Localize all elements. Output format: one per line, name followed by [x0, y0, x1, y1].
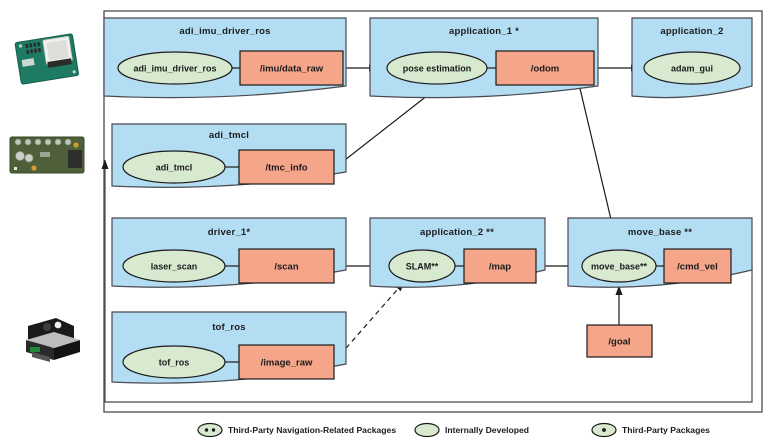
- legend-label: Internally Developed: [445, 425, 529, 435]
- legend: Third-Party Navigation-Related Packages …: [197, 422, 710, 438]
- node-label: adi_imu_driver_ros: [133, 64, 216, 74]
- legend-dot: [204, 428, 209, 432]
- node-label: pose estimation: [403, 64, 472, 74]
- package-title: application_2: [660, 26, 723, 37]
- topic-box[interactable]: [239, 50, 344, 86]
- package-tof_ros[interactable]: tof_ros tof_ros /image_raw: [111, 311, 347, 384]
- imu-board-icon: [6, 22, 88, 94]
- node-label: adam_gui: [671, 64, 713, 74]
- topic-label: /goal: [608, 337, 630, 348]
- package-move_base[interactable]: move_base ** move_base** /cmd_vel: [567, 217, 753, 288]
- tmcl-board-icon: [6, 128, 88, 183]
- topic-label: /imu/data_raw: [260, 64, 324, 75]
- package-title: driver_1*: [208, 227, 251, 238]
- node-label: adi_tmcl: [156, 163, 193, 173]
- edge-imageraw-to-slam: [339, 281, 405, 356]
- package-title: application_2 **: [420, 227, 494, 238]
- package-title: tof_ros: [212, 322, 246, 333]
- ellipse-plain-icon: [414, 422, 440, 438]
- node-label: SLAM**: [406, 262, 439, 272]
- tof-camera-icon: [10, 300, 88, 378]
- topic-box[interactable]: [495, 50, 595, 86]
- package-title: adi_imu_driver_ros: [179, 26, 270, 37]
- legend-item-third-party: Third-Party Packages: [591, 422, 710, 438]
- package-title: adi_tmcl: [209, 130, 249, 141]
- package-driver_1[interactable]: driver_1* laser_scan /scan: [111, 217, 347, 288]
- topic-label: /odom: [531, 64, 560, 75]
- topic-box[interactable]: [238, 149, 335, 185]
- topic-label: /scan: [274, 262, 298, 273]
- node-label: tof_ros: [159, 358, 190, 368]
- topic-box[interactable]: [663, 248, 732, 284]
- topic-goal[interactable]: /goal: [586, 324, 653, 358]
- legend-item-third-party-nav: Third-Party Navigation-Related Packages: [197, 422, 396, 438]
- outer-frame: [103, 10, 763, 413]
- device-time-of-flight-camera: [10, 300, 88, 378]
- legend-label: Third-Party Packages: [622, 425, 710, 435]
- node-label: move_base**: [591, 262, 648, 272]
- package-title: move_base **: [628, 227, 692, 238]
- package-application_2-gui[interactable]: application_2 adam_gui: [631, 17, 753, 99]
- package-application_2-slam[interactable]: application_2 ** SLAM** /map: [369, 217, 546, 288]
- edge-tmcinfo-to-pose: [335, 87, 438, 168]
- device-motor-controller-board: [6, 128, 88, 183]
- topic-label: /image_raw: [261, 358, 313, 369]
- ellipse-double-dot-icon: [197, 422, 223, 438]
- package-adi_tmcl[interactable]: adi_tmcl adi_tmcl /tmc_info: [111, 123, 347, 188]
- topic-box[interactable]: [238, 344, 335, 380]
- topic-label: /map: [489, 262, 511, 273]
- legend-dot: [211, 428, 216, 432]
- package-adi_imu_driver_ros[interactable]: adi_imu_driver_ros adi_imu_driver_ros /i…: [103, 17, 347, 99]
- device-imu-sensor-board: [6, 22, 88, 94]
- legend-dot: [602, 428, 606, 432]
- topic-label: /cmd_vel: [677, 262, 718, 273]
- topic-box[interactable]: [238, 248, 335, 284]
- legend-item-internally-developed: Internally Developed: [414, 422, 529, 438]
- topic-box[interactable]: [586, 324, 653, 358]
- topic-label: /tmc_info: [265, 163, 307, 174]
- topic-box[interactable]: [463, 248, 537, 284]
- package-application_1[interactable]: application_1 * pose estimation /odom: [369, 17, 599, 99]
- node-label: laser_scan: [151, 262, 198, 272]
- legend-label: Third-Party Navigation-Related Packages: [228, 425, 396, 435]
- package-title: application_1 *: [449, 26, 519, 37]
- node-ellipse[interactable]: [643, 51, 741, 85]
